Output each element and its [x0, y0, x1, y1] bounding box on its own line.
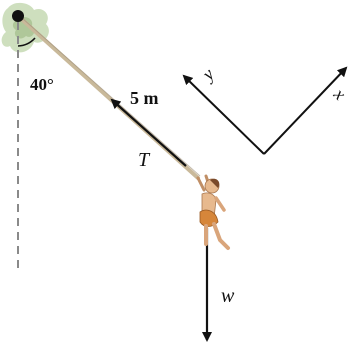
length-label: 5 m — [130, 88, 159, 108]
rope-shadow — [21, 17, 201, 177]
tension-arrow — [110, 98, 187, 167]
y-axis-arrow — [182, 74, 265, 155]
y-axis-label: y — [197, 64, 218, 85]
tension-label: T — [138, 149, 151, 171]
weight-label: w — [221, 285, 235, 307]
swinging-person-icon — [196, 174, 230, 250]
pivot-dot-icon — [12, 10, 24, 22]
angle-label: 40° — [30, 75, 54, 94]
angle-arc — [17, 37, 36, 47]
x-axis-label: x — [329, 83, 350, 104]
x-axis-arrow — [263, 66, 348, 155]
coordinate-axes — [182, 66, 348, 155]
